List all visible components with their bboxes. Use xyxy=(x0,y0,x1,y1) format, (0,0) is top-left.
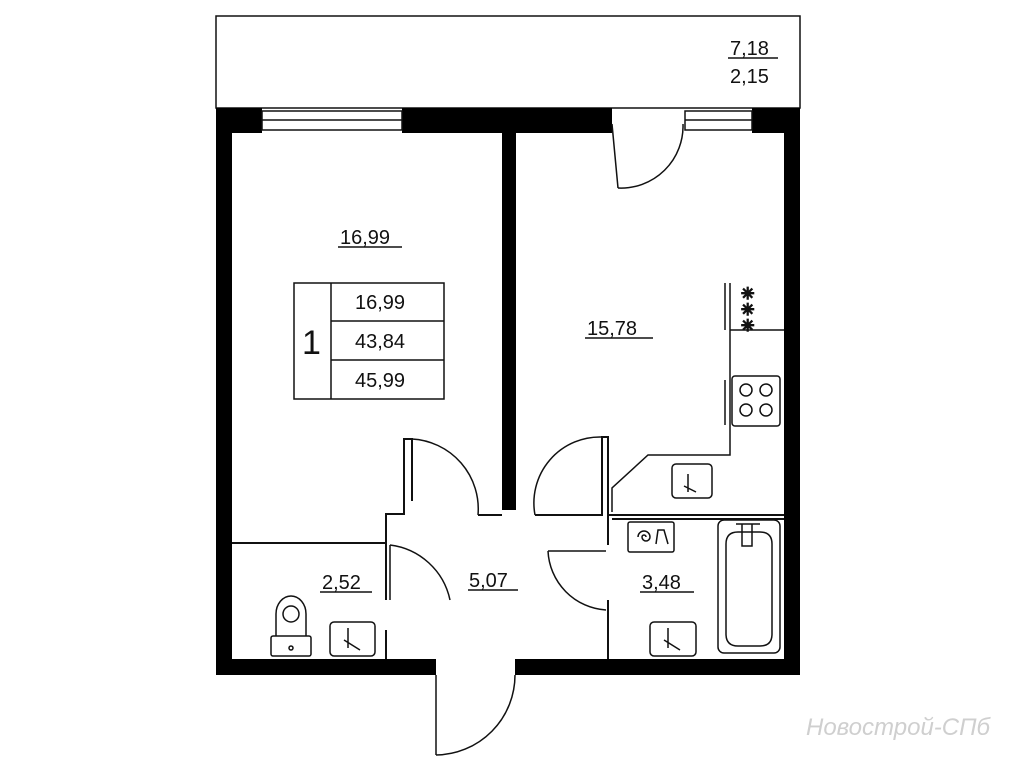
outer-walls xyxy=(216,108,800,675)
wc-area-label: 2,52 xyxy=(322,572,361,594)
wc-fixtures xyxy=(270,595,376,657)
balcony-outline xyxy=(215,15,801,109)
label-underlines xyxy=(320,57,778,593)
bathroom-sink-icon xyxy=(649,621,697,657)
balcony-area-label: 7,18 xyxy=(730,38,769,60)
svg-text:✳: ✳ xyxy=(741,302,754,319)
hall-area-label: 5,07 xyxy=(469,570,508,592)
kitchen-sink-icon xyxy=(671,463,713,499)
bathtub-icon xyxy=(717,519,781,654)
interior-walls xyxy=(232,133,784,659)
rooms-count: 1 xyxy=(302,324,321,362)
cooktop xyxy=(731,375,781,427)
kitchen-area-label: 15,78 xyxy=(587,318,637,340)
watermark: Новострой-СПб xyxy=(806,714,992,741)
stove-icon: ✳ ✳ ✳ xyxy=(740,285,755,336)
wc-sink-icon xyxy=(329,621,376,657)
doors xyxy=(389,123,684,756)
bedroom-area-label: 16,99 xyxy=(340,227,390,249)
washing-machine-icon xyxy=(627,521,675,553)
toilet-icon xyxy=(270,595,312,657)
svg-text:✳: ✳ xyxy=(741,286,754,303)
balcony-coef-label: 2,15 xyxy=(730,66,769,88)
kitchen-counter: ✳ ✳ ✳ xyxy=(611,283,784,512)
bathroom-fixtures xyxy=(627,519,781,657)
windows xyxy=(261,110,753,131)
living-area-value: 16,99 xyxy=(355,292,405,314)
svg-text:✳: ✳ xyxy=(741,318,754,335)
total-area-value: 43,84 xyxy=(355,331,405,353)
total-with-balcony-value: 45,99 xyxy=(355,370,405,392)
summary-table xyxy=(293,282,445,400)
bathroom-area-label: 3,48 xyxy=(642,572,681,594)
